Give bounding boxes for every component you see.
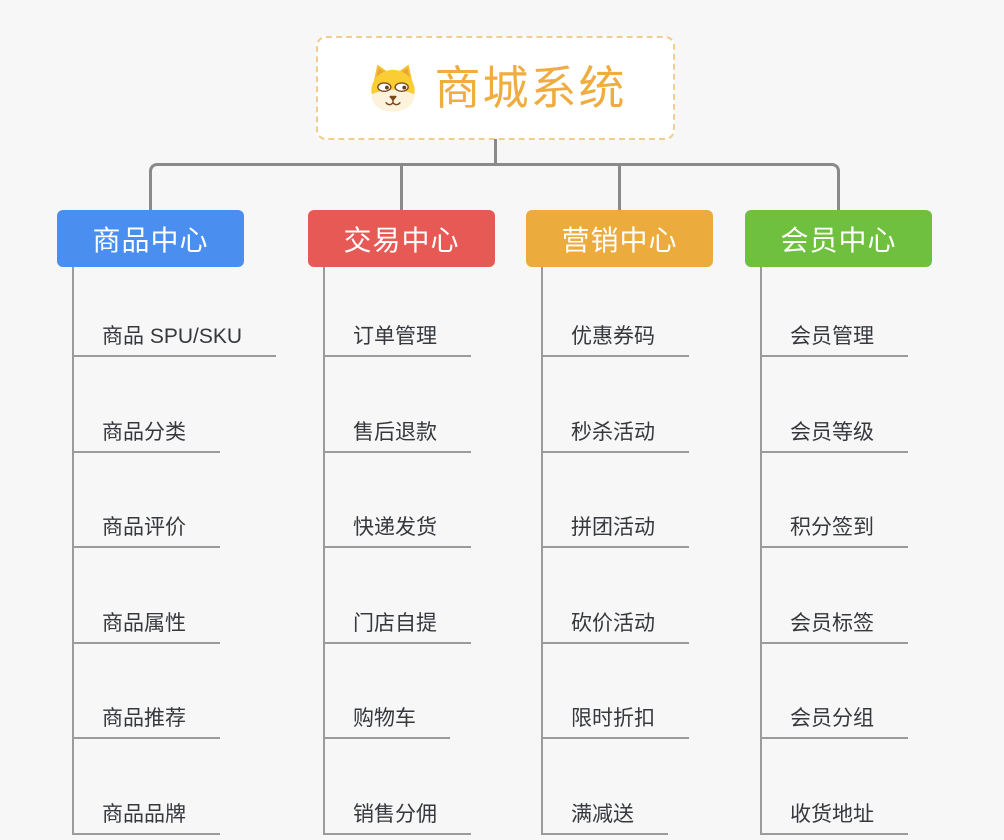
connector-drop: [618, 166, 621, 210]
child-topic[interactable]: 限时折扣: [543, 644, 689, 739]
branch-children: 订单管理售后退款快递发货门店自提购物车销售分佣: [323, 267, 471, 835]
branch-topic[interactable]: 营销中心: [526, 210, 713, 267]
child-topic[interactable]: 门店自提: [325, 548, 471, 644]
child-topic[interactable]: 售后退款: [325, 357, 471, 453]
dog-face-icon: [370, 64, 415, 112]
child-topic[interactable]: 会员分组: [762, 644, 908, 739]
child-topic[interactable]: 商品属性: [74, 548, 220, 644]
child-topic[interactable]: 秒杀活动: [543, 357, 689, 453]
root-topic[interactable]: 商城系统: [316, 36, 675, 140]
child-topic[interactable]: 商品分类: [74, 357, 220, 453]
branch-marketing-center: 营销中心 优惠券码秒杀活动拼团活动砍价活动限时折扣满减送: [526, 210, 713, 835]
child-topic[interactable]: 订单管理: [325, 267, 471, 357]
branch-children: 会员管理会员等级积分签到会员标签会员分组收货地址: [760, 267, 908, 835]
child-topic[interactable]: 拼团活动: [543, 453, 689, 548]
child-topic[interactable]: 收货地址: [762, 739, 908, 835]
connector-root-stub: [494, 139, 497, 164]
child-topic[interactable]: 会员标签: [762, 548, 908, 644]
child-topic[interactable]: 商品评价: [74, 453, 220, 548]
child-topic[interactable]: 商品品牌: [74, 739, 220, 835]
child-topic[interactable]: 销售分佣: [325, 739, 471, 835]
child-topic[interactable]: 会员管理: [762, 267, 908, 357]
child-topic[interactable]: 砍价活动: [543, 548, 689, 644]
branch-topic[interactable]: 商品中心: [57, 210, 244, 267]
branch-topic[interactable]: 交易中心: [308, 210, 495, 267]
child-topic[interactable]: 快递发货: [325, 453, 471, 548]
child-topic[interactable]: 购物车: [325, 644, 450, 739]
child-topic[interactable]: 满减送: [543, 739, 668, 835]
root-topic-title: 商城系统: [434, 62, 627, 114]
child-topic[interactable]: 优惠券码: [543, 267, 689, 357]
branch-member-center: 会员中心 会员管理会员等级积分签到会员标签会员分组收货地址: [745, 210, 932, 835]
child-topic[interactable]: 商品 SPU/SKU: [74, 267, 277, 357]
child-topic[interactable]: 积分签到: [762, 453, 908, 548]
connector-drop: [400, 166, 403, 210]
branch-trade-center: 交易中心 订单管理售后退款快递发货门店自提购物车销售分佣: [308, 210, 495, 835]
connector-bus: [149, 163, 840, 210]
child-topic[interactable]: 会员等级: [762, 357, 908, 453]
branch-children: 优惠券码秒杀活动拼团活动砍价活动限时折扣满减送: [541, 267, 689, 835]
child-topic[interactable]: 商品推荐: [74, 644, 220, 739]
branch-topic[interactable]: 会员中心: [745, 210, 932, 267]
